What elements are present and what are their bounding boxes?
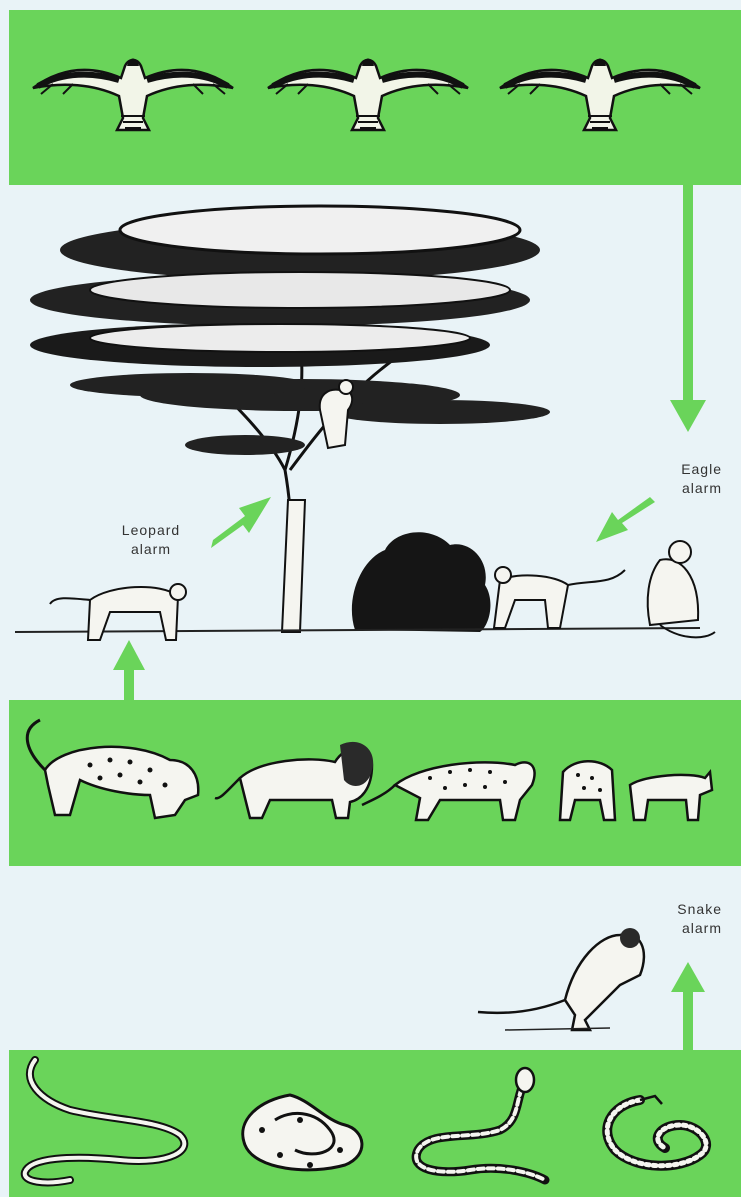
leopard-alarm-arrow <box>113 640 145 702</box>
eagle-alarm-line2: alarm <box>652 479 722 498</box>
eagle-icon <box>33 59 233 131</box>
eagle-icon <box>268 59 468 131</box>
monkey-icon <box>648 541 715 637</box>
snake-alarm-line2: alarm <box>652 919 722 938</box>
snake-alarm-arrow <box>671 962 705 1052</box>
leopard-icon <box>27 720 198 818</box>
snake-icon <box>416 1068 545 1180</box>
eagle-alarm-arrow <box>670 185 706 432</box>
bush-icon <box>352 532 491 632</box>
monkey-icon <box>494 567 625 628</box>
lion-icon <box>215 742 373 818</box>
hyena-icon <box>560 761 615 820</box>
eagle-alarm-label: Eagle alarm <box>652 460 722 498</box>
viper-icon <box>607 1096 706 1166</box>
leopard-alarm-line2: alarm <box>114 540 188 559</box>
eagle-alarm-line1: Eagle <box>652 460 722 479</box>
jackal-icon <box>630 772 712 820</box>
snake-icon <box>25 1060 185 1182</box>
leopard-alarm-label: Leopard alarm <box>114 521 188 559</box>
eagle-icon <box>500 59 700 131</box>
snake-alarm-label: Snake alarm <box>652 900 722 938</box>
snake-alarm-line1: Snake <box>652 900 722 919</box>
monkey-icon <box>478 928 644 1030</box>
leopard-alarm-line1: Leopard <box>114 521 188 540</box>
leopard-pointer-arrow <box>211 497 271 548</box>
python-icon <box>243 1095 362 1170</box>
eagle-pointer-arrow <box>596 497 655 542</box>
cheetah-icon <box>362 762 535 820</box>
